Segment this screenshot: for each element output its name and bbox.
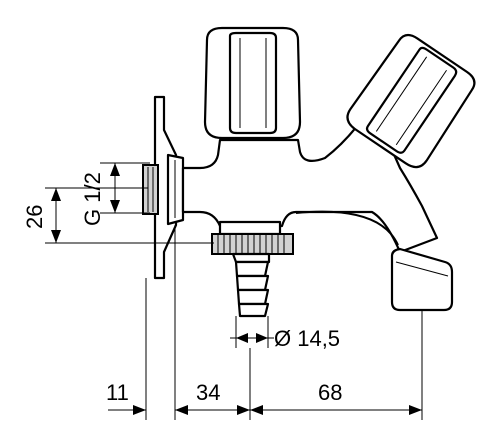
dimension-thread	[100, 162, 150, 214]
angled-handwheel	[346, 33, 476, 169]
dimension-hose-offset	[175, 405, 250, 415]
dimension-diameter	[230, 316, 274, 348]
diameter-label: Ø 14,5	[274, 326, 340, 351]
valve-body	[181, 123, 439, 254]
hose-nozzle	[211, 220, 294, 318]
offset-label: 26	[22, 205, 47, 229]
dimension-outlet-offset	[250, 405, 422, 415]
hose-offset-label: 34	[196, 380, 220, 405]
wall-label: 11	[106, 380, 129, 405]
wall-flange	[142, 95, 185, 280]
top-handwheel	[203, 26, 302, 140]
outlet-sleeve	[390, 247, 454, 312]
thread-size-label: G 1/2	[80, 172, 105, 226]
dimension-offset	[45, 187, 214, 244]
dimension-wall	[108, 405, 146, 415]
reference-lines	[145, 225, 423, 420]
knurl-lines	[217, 235, 285, 253]
outlet-offset-label: 68	[318, 380, 342, 405]
